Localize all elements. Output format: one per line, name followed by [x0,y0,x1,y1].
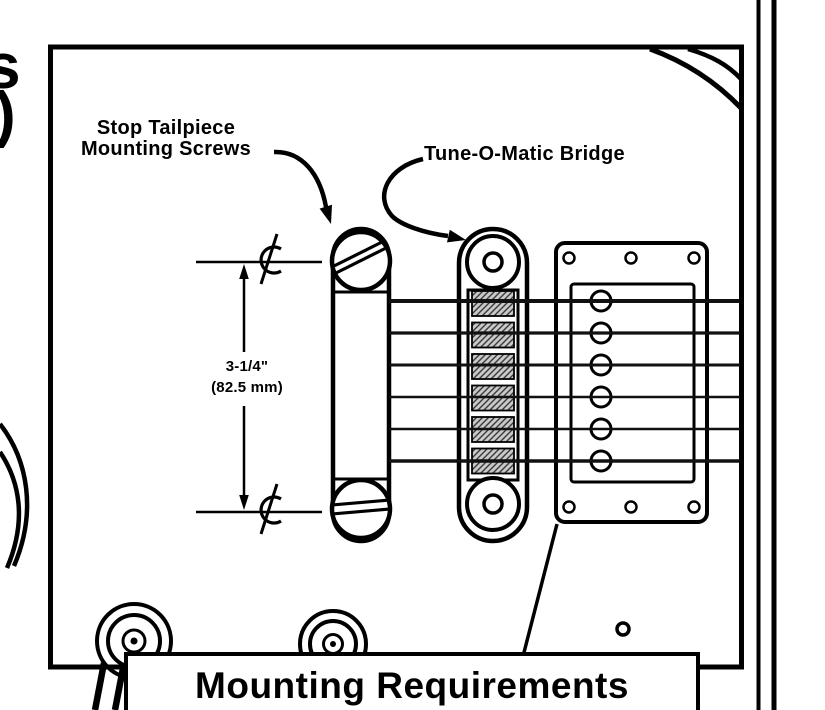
pickup-mounting-screws [562,251,701,514]
figure-caption: Mounting Requirements [128,666,696,706]
strings [389,299,740,463]
bridge-label: Tune-O-Matic Bridge [424,144,704,165]
bridge-label-text: Tune-O-Matic Bridge [424,143,625,165]
adjacent-figure-strokes [91,662,128,710]
cut-text-mid: ) [0,84,16,146]
body-edge-line [518,523,559,669]
centerline-symbol-top [259,233,282,285]
body-cutaway-curves [649,46,743,110]
stop-tailpiece [329,226,393,544]
dimension-label: 3-1/4" (82.5 mm) [177,356,317,398]
caption-box [124,652,700,710]
tailpiece-screw-top-slot [334,236,388,277]
cut-text-top: s [0,34,21,98]
figure-caption-text: Mounting Requirements [195,665,629,706]
callout-arrow-bridge [381,156,466,243]
callout-arrow-tailpiece [273,149,332,224]
dimension-metric: (82.5 mm) [211,379,283,396]
centerline-symbol-bottom [259,483,282,535]
cut-text-top-glyph: s [0,30,21,102]
tailpiece-screw-bottom-slot [334,498,388,516]
tailpiece-label-line2: Mounting Screws [80,138,252,160]
adjacent-figure-curves [0,422,30,569]
cut-text-mid-glyph: ) [0,80,16,149]
pickguard-screw [615,621,631,637]
tailpiece-label-line1: Stop Tailpiece [96,117,236,139]
tailpiece-label: Stop Tailpiece Mounting Screws [48,118,284,160]
page-edge-lines [756,0,777,710]
dimension-arrow-up [239,264,249,279]
tailpiece-screw-bottom [329,477,393,541]
dimension-lines [196,260,322,514]
pickup-coil-frame [569,282,696,484]
dimension-imperial: 3-1/4" [225,358,269,375]
humbucker-pickup [554,241,709,524]
tune-o-matic-bridge [456,226,530,544]
dimension-arrow-down [239,495,249,510]
